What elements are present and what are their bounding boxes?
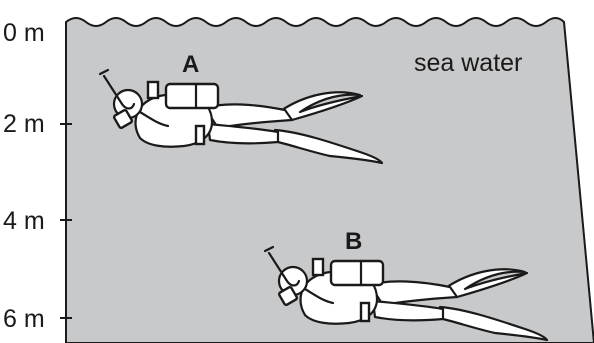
depth-label-2m: 2 m — [3, 110, 45, 138]
depth-label-4m: 4 m — [3, 207, 45, 235]
depth-axis: 0 m 2 m 4 m 6 m — [3, 19, 72, 333]
depth-label-0m: 0 m — [3, 19, 45, 47]
diver-a-letter: A — [182, 51, 199, 78]
diver-b-letter: B — [345, 228, 362, 255]
depth-label-6m: 6 m — [3, 305, 45, 333]
sea-water-label: sea water — [414, 49, 522, 77]
